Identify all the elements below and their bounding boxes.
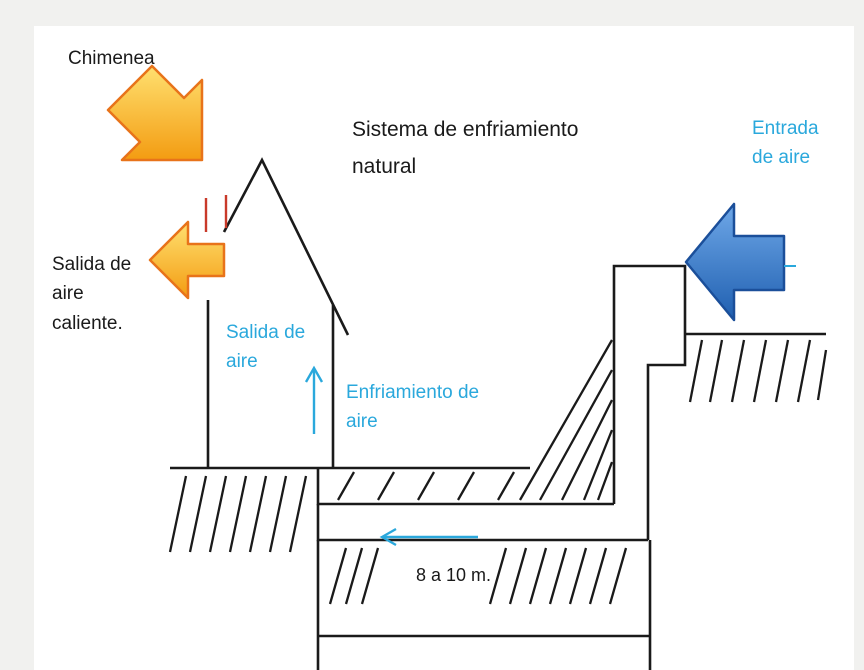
- label-entrada-aire: Entrada de aire: [752, 118, 819, 169]
- arrow-up-icon: [304, 365, 324, 434]
- ground-structure: [170, 264, 826, 670]
- house: [206, 157, 350, 468]
- intake-arrow-icon: [684, 202, 796, 322]
- house-roof: [222, 157, 350, 336]
- tunnel-flow-arrow-icon: [379, 527, 478, 547]
- soil-hatching: [168, 339, 828, 605]
- label-chimenea: Chimenea: [68, 48, 155, 69]
- intake-tower: [612, 264, 687, 540]
- label-distance: 8 a 10 m.: [416, 565, 492, 585]
- label-salida-aire-caliente: Salida de aire caliente.: [52, 254, 132, 334]
- chimney-marks: [204, 195, 228, 232]
- tunnel-bottom: [316, 504, 648, 542]
- label-enfriamiento-aire: Enfriamiento de aire: [346, 382, 480, 433]
- arrow-down-right-icon: [106, 64, 204, 162]
- arrow-left-icon: [148, 220, 226, 300]
- label-salida-aire: Salida de aire: [226, 322, 306, 373]
- diagram-title: Sistema de enfriamiento natural: [352, 118, 579, 178]
